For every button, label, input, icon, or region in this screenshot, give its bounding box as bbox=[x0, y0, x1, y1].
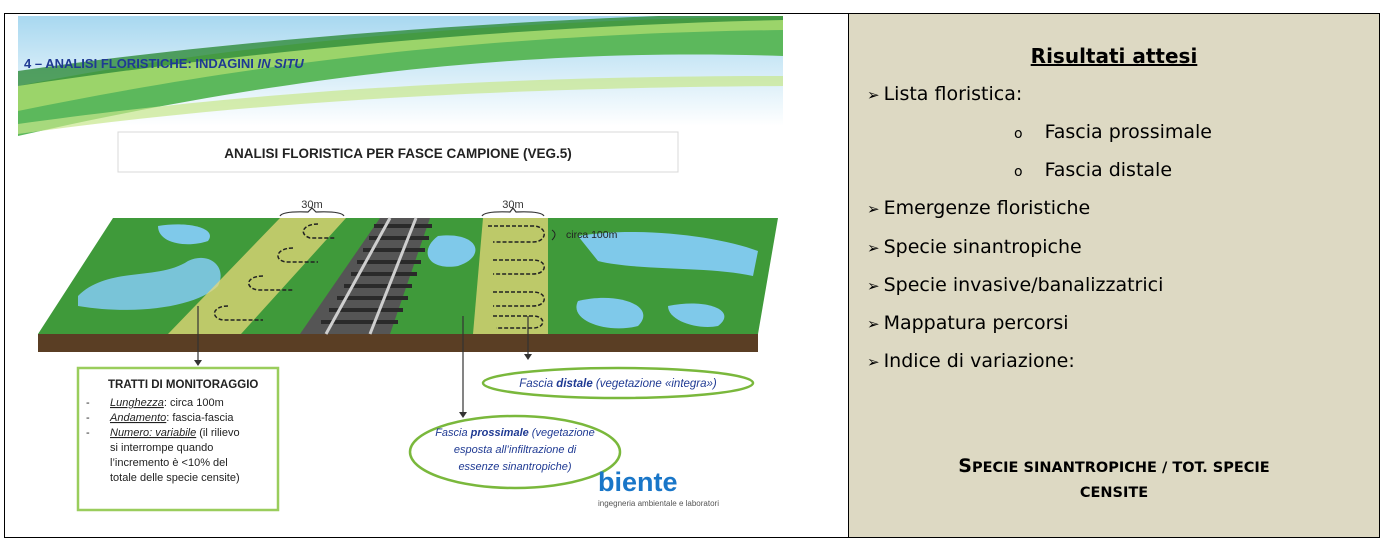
distale-oval bbox=[481, 366, 755, 400]
arrow-bullet-icon: ➢ bbox=[867, 239, 880, 257]
svg-text:essenze sinantropiche): essenze sinantropiche) bbox=[458, 461, 571, 473]
slide-image: 4 – ANALISI FLORISTICHE: INDAGINI IN SIT… bbox=[18, 16, 783, 522]
svg-text:-: - bbox=[86, 397, 90, 409]
circa-label: circa 100m bbox=[566, 229, 618, 241]
box-line-6: totale delle specie censite) bbox=[110, 472, 240, 484]
prossimale-label: Fascia prossimale (vegetazione bbox=[435, 427, 595, 439]
slide-header: 4 – ANALISI FLORISTICHE: INDAGINI IN SIT… bbox=[24, 56, 304, 71]
band-right bbox=[473, 218, 548, 334]
monitoring-box bbox=[76, 366, 280, 512]
circle-bullet-icon: o bbox=[1014, 126, 1023, 142]
variation-index-formula: SPECIE SINANTROPICHE / TOT. SPECIE CENSI… bbox=[958, 455, 1270, 501]
svg-text:-: - bbox=[86, 412, 90, 424]
list-item: ➢Specie invasive/banalizzatrici bbox=[867, 274, 1164, 296]
panel-title: Risultati attesi bbox=[1030, 44, 1198, 68]
arrow-bullet-icon: ➢ bbox=[867, 315, 880, 333]
box-line-3: Numero: variabile (il rilievo bbox=[110, 427, 240, 439]
arrow-bullet-icon: ➢ bbox=[867, 353, 880, 371]
list-item: ➢Lista floristica: bbox=[867, 83, 1023, 105]
slide-illustration: 4 – ANALISI FLORISTICHE: INDAGINI IN SIT… bbox=[18, 16, 783, 522]
header-swoosh bbox=[18, 24, 783, 136]
band-left bbox=[168, 218, 346, 334]
company-logo: biente bbox=[598, 467, 678, 497]
box-line-5: l’incremento è <10% del bbox=[110, 457, 228, 469]
list-item: ➢Specie sinantropiche bbox=[867, 236, 1082, 258]
prossimale-oval bbox=[408, 414, 622, 490]
box-line-1: Lunghezza: circa 100m bbox=[110, 397, 224, 409]
column-divider bbox=[848, 13, 849, 538]
arrow-bullet-icon: ➢ bbox=[867, 86, 880, 104]
arrow-bullet-icon: ➢ bbox=[867, 200, 880, 218]
list-item: ➢Indice di variazione: bbox=[867, 350, 1075, 372]
dimension-right: 30m bbox=[502, 199, 523, 211]
box-line-4: si interrompe quando bbox=[110, 442, 213, 454]
list-item: ➢Mappatura percorsi bbox=[867, 312, 1069, 334]
list-item: ➢Emergenze floristiche bbox=[867, 197, 1091, 219]
dimension-left: 30m bbox=[301, 199, 322, 211]
monitoring-title: TRATTI DI MONITORAGGIO bbox=[108, 379, 258, 391]
box-line-2: Andamento: fascia-fascia bbox=[109, 412, 234, 424]
svg-text:esposta all’infiltrazione di: esposta all’infiltrazione di bbox=[454, 444, 577, 456]
distale-label: Fascia distale (vegetazione «integra») bbox=[519, 378, 717, 390]
banner-title: ANALISI FLORISTICA PER FASCE CAMPIONE (V… bbox=[224, 146, 572, 161]
svg-text:-: - bbox=[86, 427, 90, 439]
circle-bullet-icon: o bbox=[1014, 164, 1023, 180]
company-logo-subtitle: ingegneria ambientale e laboratori bbox=[598, 499, 719, 508]
arrow-bullet-icon: ➢ bbox=[867, 277, 880, 295]
